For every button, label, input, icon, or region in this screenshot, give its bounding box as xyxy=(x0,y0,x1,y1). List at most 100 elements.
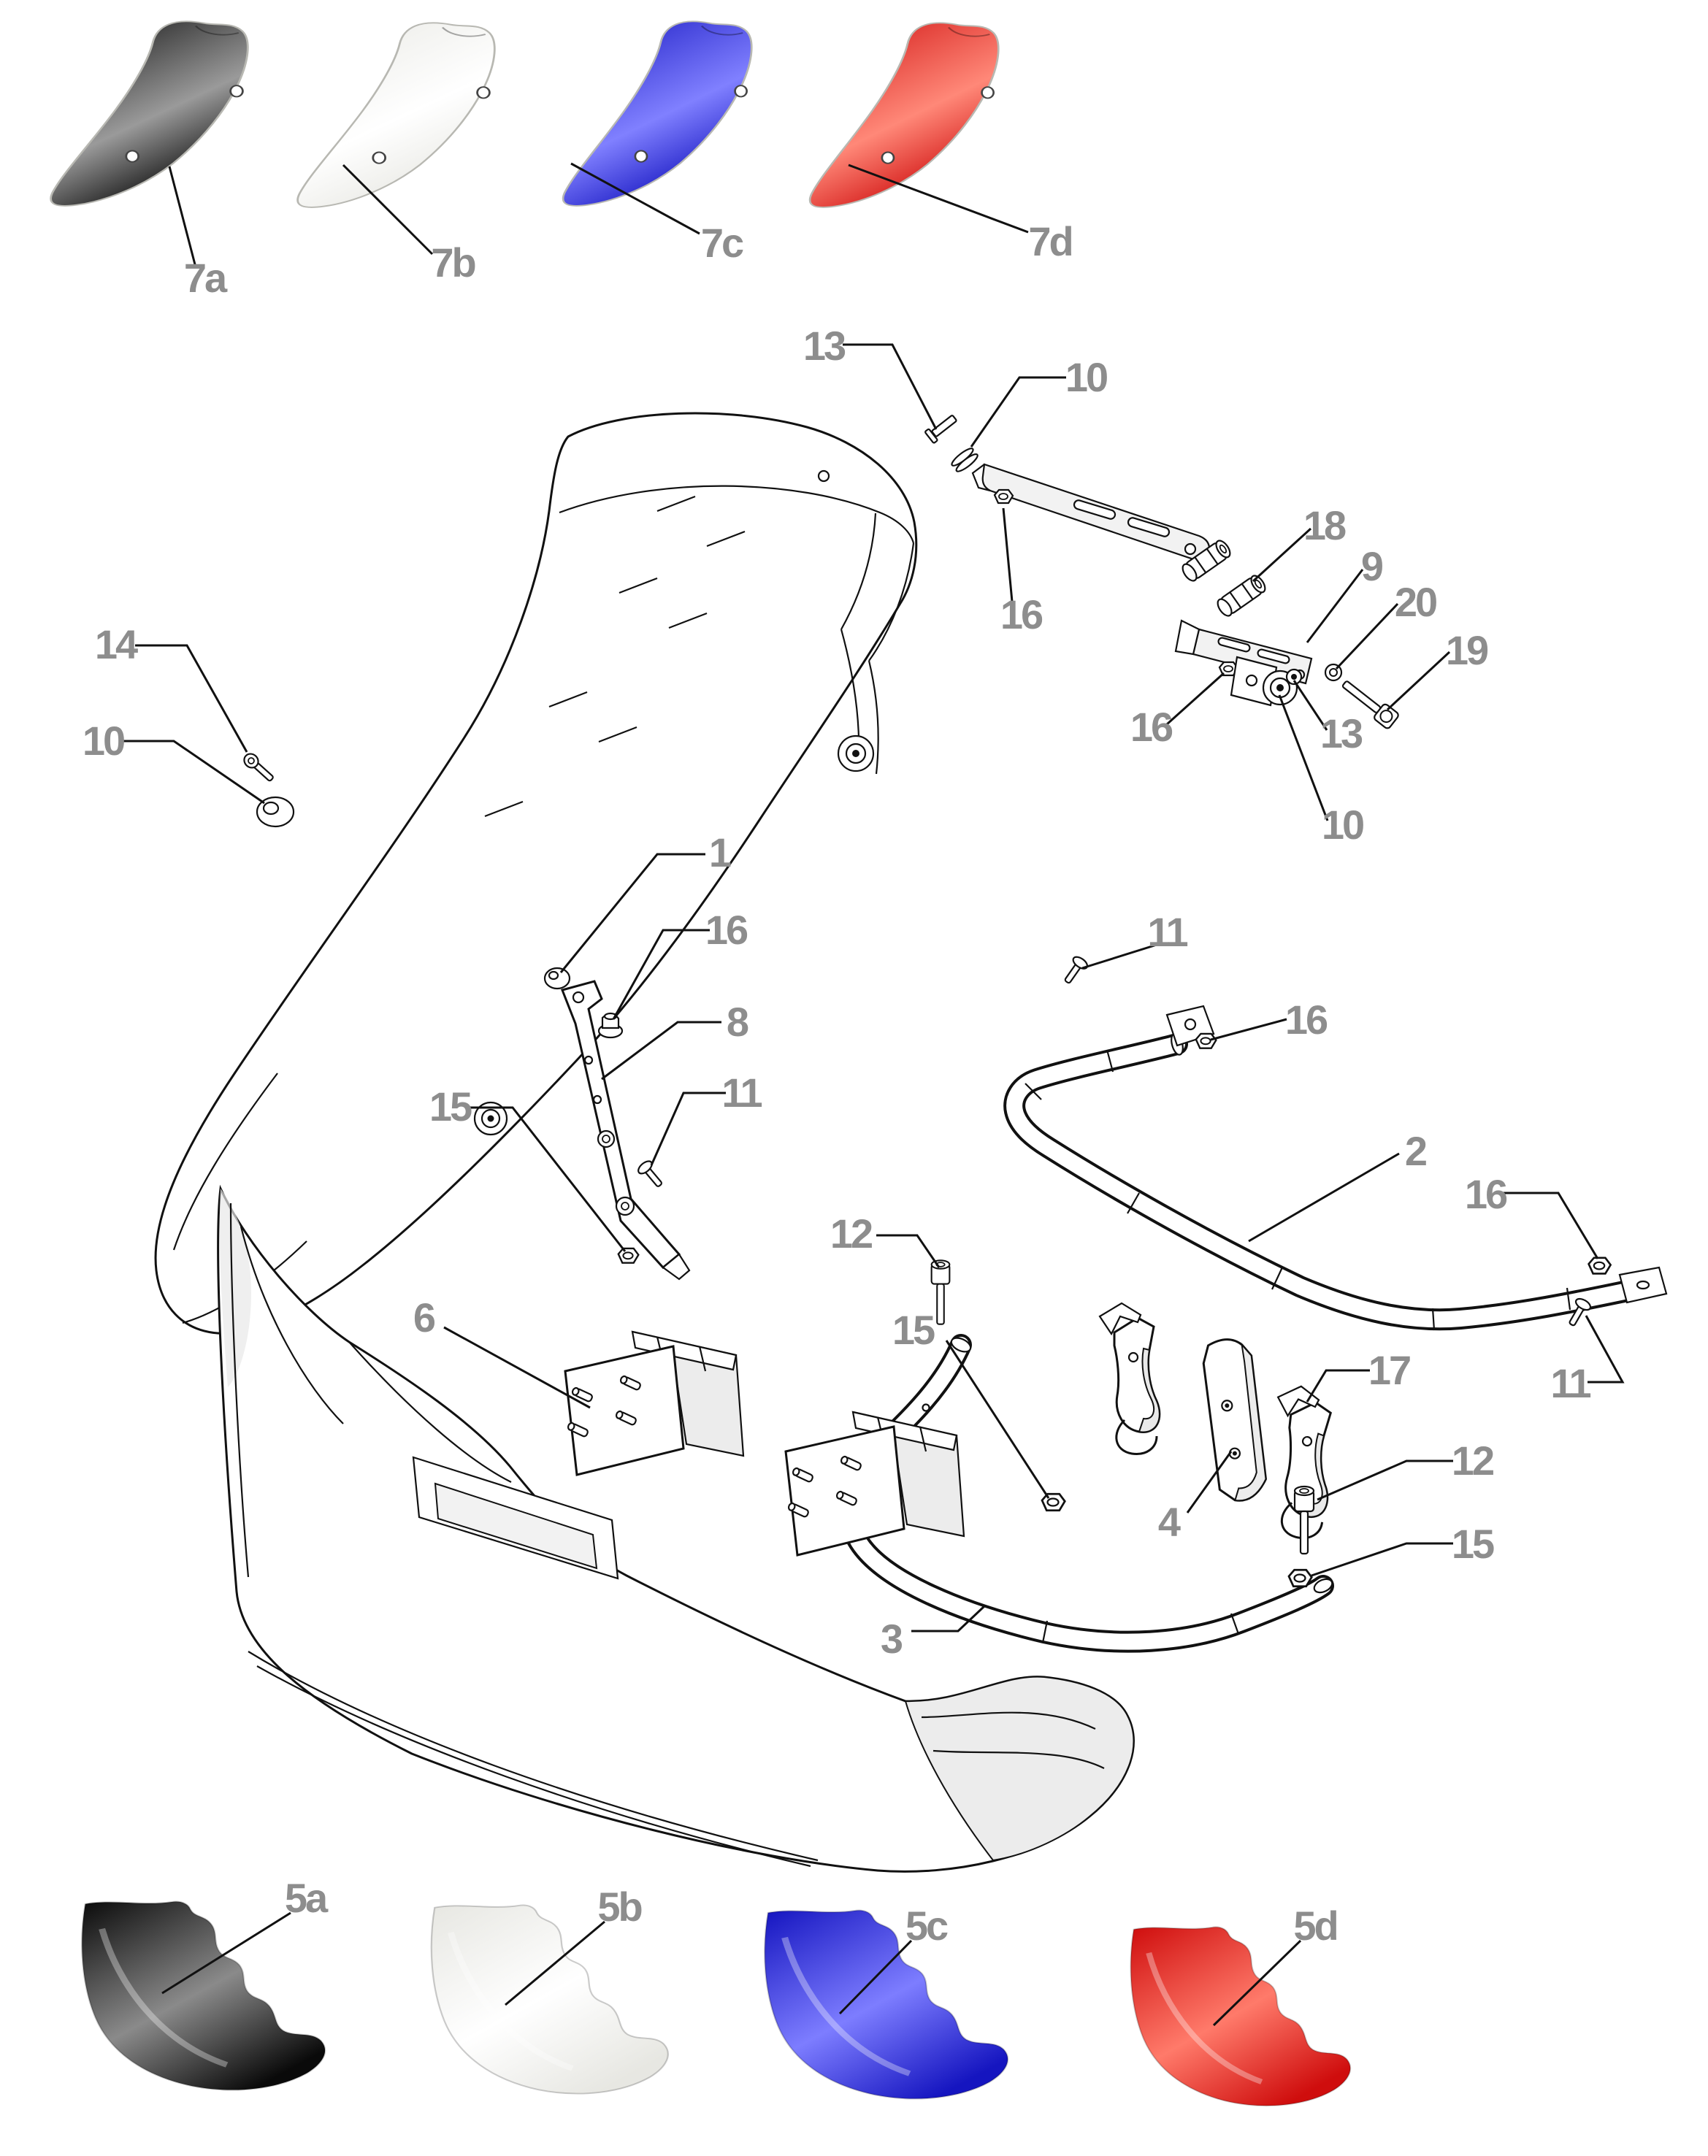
callout-16-6: 16 xyxy=(1000,591,1043,637)
callout-17-26: 17 xyxy=(1368,1347,1412,1393)
leader-line-7c xyxy=(570,162,700,235)
leader-line-15 xyxy=(945,1340,1050,1499)
leader-line-9 xyxy=(1306,569,1364,643)
callout-13-4: 13 xyxy=(803,323,846,369)
leader-line-7b xyxy=(342,164,434,256)
washer-10-top xyxy=(951,448,979,472)
leader-line-5d xyxy=(1212,1939,1302,2027)
nut-16-top xyxy=(993,488,1014,505)
callout-15-28: 15 xyxy=(1451,1521,1495,1567)
leader-line-17 xyxy=(1306,1369,1370,1403)
leader-line-15 xyxy=(1311,1542,1453,1577)
leader-line-19 xyxy=(1386,651,1451,711)
fender-variant-7c xyxy=(562,20,753,207)
flanged-nut-16-mid xyxy=(597,1012,624,1039)
l-bracket-washers xyxy=(1230,656,1303,707)
callout-10-15: 10 xyxy=(82,718,126,764)
callout-3-33: 3 xyxy=(880,1616,903,1662)
callout-16-22: 16 xyxy=(1284,997,1328,1043)
grommet-10-left xyxy=(256,796,295,828)
callout-16-24: 16 xyxy=(1464,1171,1508,1217)
callout-12-29: 12 xyxy=(830,1211,873,1257)
spoiler-variant-5b xyxy=(432,1905,668,2093)
leader-line-16 xyxy=(612,929,710,1020)
callout-5b-35: 5b xyxy=(597,1884,643,1930)
leader-line-12 xyxy=(1317,1459,1453,1501)
pad-4 xyxy=(1202,1338,1268,1502)
bolt-12-left xyxy=(930,1259,951,1325)
callout-16-11: 16 xyxy=(1130,704,1173,750)
leader-line-14 xyxy=(135,644,248,753)
belly-pan xyxy=(217,1184,1135,1873)
leader-line-1 xyxy=(559,853,705,973)
callout-11-25: 11 xyxy=(1550,1360,1591,1406)
leader-line-11 xyxy=(650,1092,726,1166)
callout-5c-36: 5c xyxy=(905,1903,949,1949)
rear-frame-2 xyxy=(1003,1005,1668,1331)
leader-line-7a xyxy=(168,166,197,268)
nut-16-frame-left xyxy=(1195,1032,1217,1049)
callout-8-18: 8 xyxy=(726,999,749,1045)
callout-11-20: 11 xyxy=(721,1070,762,1116)
callout-7a-0: 7a xyxy=(183,255,227,301)
main-fender-part1 xyxy=(154,412,918,1335)
nut-15-left xyxy=(1041,1492,1066,1512)
leader-line-11 xyxy=(1585,1315,1625,1384)
leader-line-10 xyxy=(970,376,1066,448)
callout-1-16: 1 xyxy=(708,829,732,875)
fender-variant-7d xyxy=(808,22,1000,209)
bolt-12-right xyxy=(1293,1485,1315,1555)
hook-clamp-a xyxy=(1098,1302,1161,1455)
leader-line-18 xyxy=(1252,527,1312,583)
leader-line-5c xyxy=(838,1939,913,2015)
callout-9-8: 9 xyxy=(1360,543,1384,589)
leader-line-10 xyxy=(1278,694,1329,821)
callout-7d-3: 7d xyxy=(1028,218,1073,264)
callout-13-12: 13 xyxy=(1320,710,1363,756)
leader-line-7d xyxy=(848,164,1029,234)
leader-line-16 xyxy=(1503,1192,1599,1259)
fender-grommet-upper xyxy=(837,734,875,772)
fender-stay-8 xyxy=(560,980,691,1281)
callout-4-32: 4 xyxy=(1157,1499,1181,1545)
callout-2-23: 2 xyxy=(1404,1128,1428,1174)
leader-line-6 xyxy=(443,1326,591,1409)
pin-11-frame-left xyxy=(1059,954,1090,988)
mount-block-6-a xyxy=(564,1330,745,1476)
callout-20-9: 20 xyxy=(1394,579,1438,625)
callout-11-21: 11 xyxy=(1147,909,1188,955)
callout-15-19: 15 xyxy=(429,1083,472,1129)
callout-18-7: 18 xyxy=(1303,502,1347,548)
upper-bracket-strap xyxy=(971,463,1211,565)
leader-line-16 xyxy=(1165,672,1225,726)
leader-line-13 xyxy=(1293,680,1328,731)
callout-15-30: 15 xyxy=(892,1307,935,1353)
spoiler-variant-5c xyxy=(765,1910,1008,2098)
spoiler-variant-5d xyxy=(1130,1927,1350,2106)
callout-5a-34: 5a xyxy=(284,1875,328,1921)
leader-lines xyxy=(123,162,1625,2027)
leader-line-11 xyxy=(1081,943,1157,970)
leader-line-4 xyxy=(1186,1451,1233,1514)
callout-5d-37: 5d xyxy=(1293,1903,1339,1949)
leader-line-3 xyxy=(911,1605,986,1633)
leader-line-13 xyxy=(843,343,938,430)
callout-19-10: 19 xyxy=(1445,627,1489,673)
leader-line-16 xyxy=(1210,1018,1287,1041)
leader-line-16 xyxy=(1002,507,1014,602)
leader-line-12 xyxy=(876,1234,941,1268)
washer-disc-1 xyxy=(543,967,571,990)
nut-15-right xyxy=(1287,1568,1313,1588)
callout-10-5: 10 xyxy=(1065,354,1108,400)
callout-6-31: 6 xyxy=(413,1294,436,1340)
bolt-19 xyxy=(1341,680,1399,729)
callout-10-13: 10 xyxy=(1321,802,1365,848)
leader-line-8 xyxy=(601,1021,721,1081)
fender-variant-7a xyxy=(50,20,249,207)
fender-grommet-lower xyxy=(473,1101,508,1136)
leader-line-2 xyxy=(1248,1152,1400,1243)
mount-block-6-b xyxy=(784,1411,965,1557)
nut-16-frame-right xyxy=(1588,1257,1612,1275)
leader-line-20 xyxy=(1335,602,1399,670)
